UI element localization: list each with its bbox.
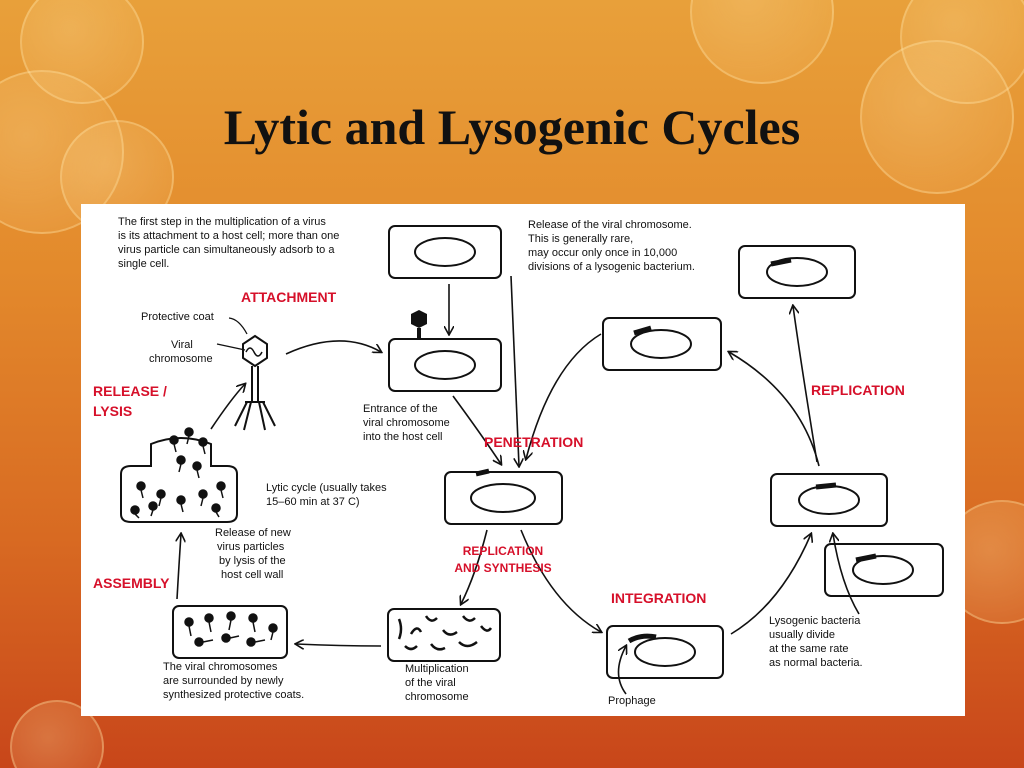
note-release-new-2: virus particles [217,541,285,553]
note-lytic-cycle-1: Lytic cycle (usually takes [266,482,387,494]
leader-protective-coat [228,317,248,335]
note-release-chromosome-3: may occur only once in 10,000 [528,247,678,259]
diagram-panel: The first step in the multiplication of … [81,204,965,716]
arrow-to-phage [210,384,245,430]
note-lysogenic-divide-2: usually divide [769,629,836,641]
label-integration: INTEGRATION [611,590,707,606]
note-release-new-4: host cell wall [221,569,284,581]
cell-assembly [172,605,288,659]
note-lysogenic-divide-4: as normal bacteria. [769,657,863,669]
cell-lysogenic-right [770,473,888,527]
note-first-step-1: The first step in the multiplication of … [118,216,326,228]
arrow-to-penetration [452,395,501,464]
arrow-to-right-cell [730,534,811,635]
arrow-release-chromosome [510,275,519,466]
note-lysogenic-divide-1: Lysogenic bacteria [769,615,861,627]
arrow-divide [833,534,860,615]
note-lysogenic-divide-3: at the same rate [769,643,849,655]
cell-multiplication [387,608,501,662]
attached-phage-icon [411,310,427,338]
label-replication: REPLICATION [811,382,905,398]
arrow-upper-to-penetration [526,333,602,459]
note-lytic-cycle-2: 15–60 min at 37 C) [266,496,360,508]
note-surrounded-2: are surrounded by newly [163,675,284,687]
arrow-to-multiplication [461,529,488,604]
note-release-new-1: Release of new [215,527,291,539]
note-first-step-3: virus particle can simultaneously adsorb… [118,244,335,256]
note-multiplication-2: of the viral [405,677,456,689]
cell-divided [824,543,944,597]
label-assembly: ASSEMBLY [93,575,170,591]
note-entrance-2: viral chromosome [363,417,450,429]
assembly-particles [184,611,278,647]
note-viral-chromosome-1: Viral [171,339,193,351]
cycle-diagram [120,225,944,695]
arrow-to-upper-cell [729,352,820,467]
note-entrance-3: into the host cell [363,431,443,443]
page-title: Lytic and Lysogenic Cycles [223,99,801,155]
note-viral-chromosome-2: chromosome [149,353,213,365]
arrow-to-assembly [296,644,382,646]
arrow-prophage [617,646,627,695]
note-release-chromosome-1: Release of the viral chromosome. [528,219,692,231]
note-prophage: Prophage [608,695,656,707]
leader-viral-chromosome [216,343,246,351]
cell-released-chromosome [738,245,856,299]
cell-lysis [120,437,238,523]
cell-integration [606,625,724,679]
decorative-bubble [860,40,1014,194]
cell-top [388,225,502,279]
label-replication-synthesis-2: AND SYNTHESIS [454,561,552,575]
bacteriophage-icon [234,334,276,431]
note-release-chromosome-4: divisions of a lysogenic bacterium. [528,261,695,273]
arrow-to-attach [285,340,381,355]
label-penetration: PENETRATION [484,434,584,450]
note-surrounded-1: The viral chromosomes [163,661,278,673]
note-protective-coat: Protective coat [141,311,214,323]
note-first-step-2: is its attachment to a host cell; more t… [118,230,340,242]
cell-attached [388,338,502,392]
label-attachment: ATTACHMENT [241,289,337,305]
note-multiplication-1: Multiplication [405,663,469,675]
virus-particles [130,427,226,519]
label-lysis: LYSIS [93,403,133,419]
arrow-to-lysis [177,534,181,600]
note-release-chromosome-2: This is generally rare, [528,233,634,245]
note-entrance-1: Entrance of the [363,403,438,415]
cell-penetration [444,468,563,525]
decorative-bubble [690,0,834,84]
note-multiplication-3: chromosome [405,691,469,703]
arrow-to-released [793,306,818,463]
arrow-to-integration [520,529,601,632]
note-release-new-3: by lysis of the [219,555,286,567]
label-release: RELEASE / [93,383,167,399]
label-replication-synthesis-1: REPLICATION [462,544,544,558]
note-first-step-4: single cell. [118,258,170,270]
cell-lysogenic-upper [602,317,722,371]
viral-chromosome-fragments [397,615,493,651]
note-surrounded-3: synthesized protective coats. [163,689,305,701]
